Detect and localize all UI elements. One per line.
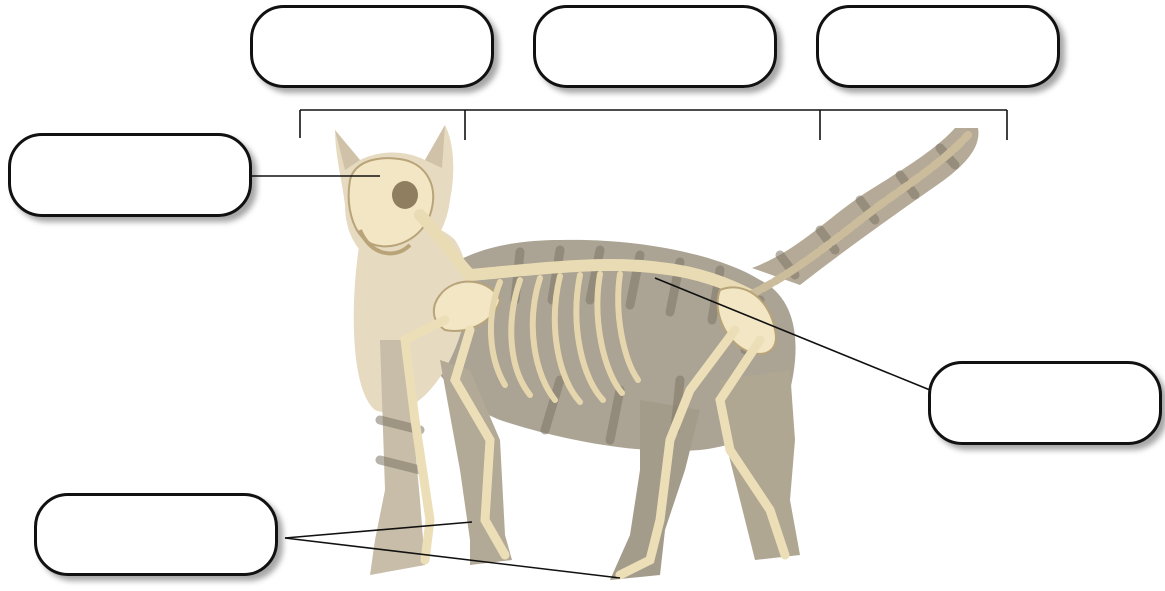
limb-pointer-2 — [285, 538, 620, 578]
label-box-limbs[interactable] — [34, 493, 278, 576]
label-box-top-3[interactable] — [816, 5, 1060, 88]
cat-hind-leg-right — [720, 370, 800, 560]
label-box-top-1[interactable] — [250, 5, 494, 88]
label-box-spine[interactable] — [928, 361, 1162, 445]
label-box-skull[interactable] — [8, 133, 252, 217]
eye-socket — [392, 181, 418, 209]
label-box-top-2[interactable] — [533, 5, 777, 88]
